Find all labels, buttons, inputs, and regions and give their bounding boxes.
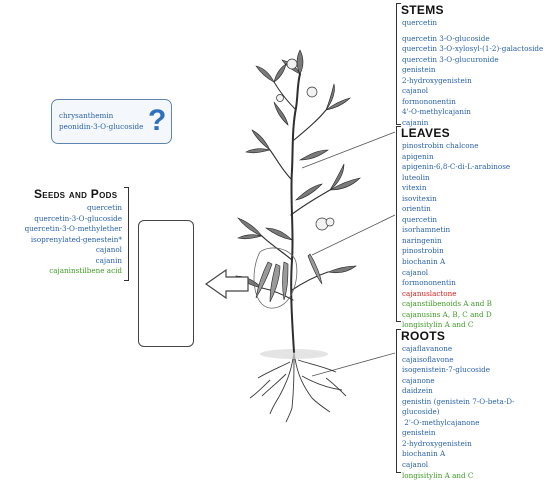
list-item: 2-hydroxygenistein [402, 75, 472, 85]
arrow-to-pod-detail [204, 268, 249, 300]
stems-title: STEMS [401, 3, 444, 17]
list-item: daidzein [402, 386, 433, 396]
pod-detail-box [138, 220, 194, 347]
leaves-bracket [396, 126, 401, 322]
list-item: isogenistein-7-glucoside [402, 365, 491, 375]
list-item: cajanone [402, 375, 435, 385]
question-mark-icon: ? [148, 104, 167, 137]
list-item: biochanin A [402, 449, 446, 459]
list-item: quercetin-3-O-glucoside [34, 213, 122, 223]
roots-title: ROOTS [401, 329, 446, 343]
list-item: luteolin [402, 172, 430, 182]
list-item: 2-hydroxygenistein [402, 438, 472, 448]
leader-lines [301, 131, 396, 377]
list-item: quercetin 3-O-glucoside [402, 33, 490, 43]
roots-list: cajaflavanone cajaisoflavone isogenistei… [402, 344, 515, 481]
list-item: isovitexin [402, 193, 437, 203]
list-item: cajanstilbenoids A and B [402, 299, 492, 309]
list-item: quercetin-3-O-methylether [24, 224, 122, 234]
flowers-drawing [276, 58, 335, 231]
list-item: quercetin [86, 203, 122, 212]
pods-drawing [255, 253, 323, 303]
list-item: genistin (genistein 7-O-beta-D- [402, 396, 515, 406]
list-item: orientin [402, 204, 431, 214]
seeds-pods-title: Seeds and Pods [34, 187, 118, 201]
leader-line-roots [311, 352, 396, 377]
list-item: longisitylin A and C [402, 320, 474, 330]
list-item: cajanuslactone [402, 288, 457, 298]
list-item: isoprenylated-genestein* [30, 234, 122, 244]
stems-list: quercetin quercetin 3-O-glucoside querce… [402, 18, 543, 128]
list-item: quercetin [402, 18, 438, 27]
list-item: longisitylin A and C [402, 470, 474, 480]
list-item: cajaninstilbene acid [49, 266, 122, 276]
stems-bracket [396, 3, 401, 125]
list-item: cajanin [402, 117, 429, 127]
list-item: quercetin 3-O-glucuronide [402, 54, 499, 64]
leaves-drawing [235, 49, 361, 289]
list-item: 2'-O-methylcajanone [402, 417, 480, 427]
list-item: chrysanthemin [59, 111, 114, 120]
list-item: isorhamnetin [402, 225, 451, 235]
list-item: formononentin [402, 278, 456, 288]
seeds-pods-list: quercetin quercetin-3-O-glucoside querce… [20, 203, 122, 277]
list-item: genistein [402, 65, 436, 75]
list-item: cajanol [402, 267, 429, 277]
list-item: cajaflavanone [402, 344, 453, 353]
unknown-compound-list: chrysanthemin peonidin-3-O-glucoside [59, 111, 143, 132]
leader-line-stems [301, 131, 396, 169]
list-item: pinostrobin [402, 246, 444, 256]
list-item: cajanol [402, 460, 429, 470]
leader-line-leaves [311, 214, 396, 256]
roots-drawing [249, 351, 347, 423]
roots-bracket [396, 329, 401, 473]
list-item: cajaisoflavone [402, 354, 454, 364]
list-item: apigenin-6,8-C-di-L-arabinose [402, 162, 511, 172]
leaves-list: pinostrobin chalcone apigenin apigenin-6… [402, 141, 510, 331]
list-item: glucoside) [402, 407, 440, 417]
list-item: cajanusins A, B, C and D [402, 309, 492, 319]
unknown-location-box: chrysanthemin peonidin-3-O-glucoside ? [51, 99, 172, 144]
list-item: cajanin [95, 255, 122, 265]
list-item: 4'-O-methylcajanin [402, 107, 471, 117]
list-item: pinostrobin chalcone [402, 141, 479, 150]
leaves-title: LEAVES [401, 126, 450, 140]
list-item: formononentin [402, 96, 456, 106]
list-item: peonidin-3-O-glucoside [59, 121, 144, 131]
list-item: quercetin 3-O-xylosyl-(1-2)-galactoside [402, 44, 544, 54]
stem-drawing [261, 73, 331, 353]
list-item: quercetin [402, 214, 438, 224]
seeds-pods-bracket [124, 187, 129, 281]
list-item: cajanol [402, 86, 429, 96]
list-item: vitexin [402, 183, 427, 193]
list-item: biochanin A [402, 257, 446, 267]
list-item: naringenin [402, 235, 442, 245]
list-item: cajanol [95, 245, 122, 255]
list-item: genistein [402, 428, 436, 438]
pod-highlight-outline [253, 247, 298, 309]
list-item: apigenin [402, 151, 434, 161]
